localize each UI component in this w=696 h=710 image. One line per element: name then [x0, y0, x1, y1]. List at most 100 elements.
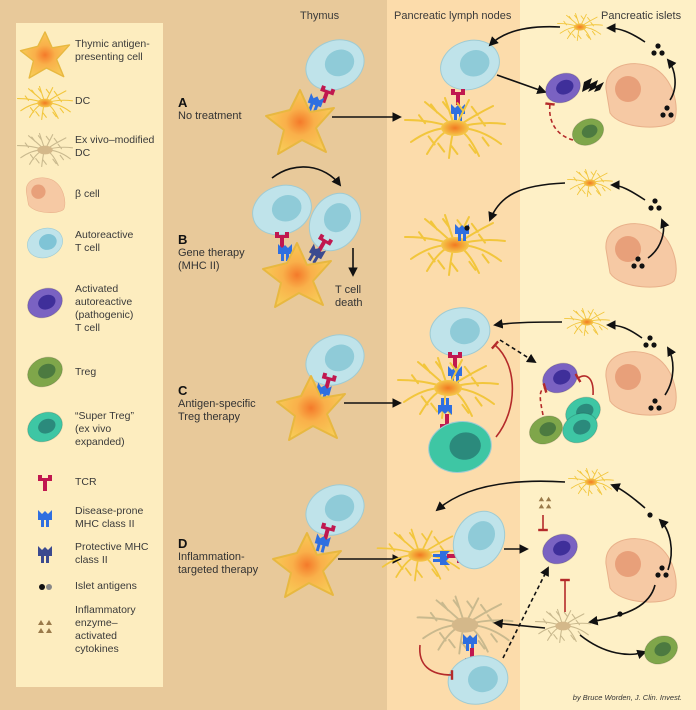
cytokine-triangle [545, 503, 552, 509]
row-c-arrow-to-lymph-node [493, 319, 563, 329]
legend-beta-cell-icon [26, 177, 66, 213]
beta-body [605, 63, 677, 128]
mhc-shape [463, 634, 477, 651]
cell-nucleus [581, 124, 598, 138]
cell-nucleus [38, 234, 57, 250]
legend-protective-mhc-icon [38, 546, 52, 563]
beta-body [605, 223, 677, 288]
row-d-tcr [320, 522, 336, 541]
dc-body [573, 23, 587, 31]
legend-activated-t-cell-icon [27, 287, 63, 319]
dc-body [408, 548, 432, 562]
dc-body [451, 617, 479, 633]
dc-body [441, 120, 469, 136]
dc-body [441, 237, 469, 253]
beta-nucleus [615, 551, 641, 577]
cell-nucleus [323, 203, 352, 233]
credit-line: by Bruce Worden, J. Clin. Invest. [572, 693, 682, 702]
row-b-antigen-dot [464, 225, 470, 231]
antigen-dot [659, 565, 665, 571]
row-d-arrow-to-ex-vivo-dc [493, 618, 546, 629]
row-a-mhc [307, 93, 325, 113]
tcr-shape [275, 232, 289, 248]
cell-nucleus [556, 79, 574, 95]
legend-label-protective-mhc: Protective MHC class II [75, 541, 149, 566]
row-d-arrow-to-dc [610, 483, 646, 509]
row-a-treg-inhibition [545, 102, 574, 141]
beta-body [26, 177, 66, 213]
column-header-islets: Pancreatic islets [601, 10, 682, 22]
legend-thymic-apc-icon [19, 31, 71, 79]
t-cell-death-note: T cell death [335, 284, 363, 309]
row-letter-b: B [178, 232, 188, 247]
row-letter-d: D [178, 536, 188, 551]
cell-nucleus [38, 363, 56, 379]
row-a-lymph-dc [404, 97, 506, 159]
tcr-shape [448, 352, 462, 368]
row-c-lymph-tcr-top [448, 352, 462, 368]
antigen-dot [656, 205, 662, 211]
row-a-treg [571, 118, 605, 146]
row-a-thymic-apc [265, 89, 335, 155]
antigen-dot [655, 43, 661, 49]
row-a-lymph-tcr [451, 89, 465, 105]
tcr-shape [451, 89, 465, 105]
legend-panel [16, 23, 163, 687]
antigen-dot [652, 198, 658, 204]
row-d-beta-cell [605, 538, 677, 603]
row-d-thymic-apc [272, 532, 342, 598]
row-a-activated-t-cell [545, 72, 581, 104]
row-d-arrow-dashed [502, 566, 549, 659]
legend-autoreactive-t-cell-icon [27, 227, 63, 259]
row-d-mhc [314, 533, 331, 553]
beta-body [605, 351, 677, 416]
legend-label-ex-vivo-dc: Ex vivo–modified DC [75, 134, 155, 159]
row-d-thymus-t-cell [305, 484, 365, 536]
row-title-a: No treatment [178, 110, 242, 122]
row-c-antigens-free [643, 335, 657, 348]
antigen-dot [655, 572, 661, 578]
row-title-c: Antigen-specific Treg therapy [178, 398, 256, 423]
row-b-arrow-antigen-up [647, 218, 670, 259]
row-b-mhc-protective [308, 243, 327, 264]
row-d-arrow-antigen-up [658, 518, 672, 571]
cytokine-triangle [46, 620, 52, 625]
legend-label-disease-prone-mhc: Disease-prone MHC class II [75, 505, 144, 530]
apc-body [272, 532, 342, 598]
row-c-arrow-to-dc [606, 320, 643, 339]
row-b-t-cell-right [308, 192, 362, 252]
legend-treg-icon [27, 356, 63, 388]
row-d-ex-vivo-mhc [463, 634, 477, 651]
beta-nucleus [615, 236, 641, 262]
cell-nucleus [324, 344, 355, 372]
mhc-shape [278, 244, 292, 261]
cytokine-triangle [538, 503, 545, 509]
legend-label-tcr: TCR [75, 476, 97, 488]
cell-nucleus [467, 666, 498, 693]
row-c-lymph-mhc-bottom [438, 398, 452, 415]
antigen-dot [643, 342, 649, 348]
cytokine-triangle [38, 628, 44, 633]
row-c-super-treg-b [562, 412, 598, 444]
antigen-dot [631, 263, 637, 269]
legend-label-autoreactive-t-cell: Autoreactive T cell [75, 229, 134, 254]
row-a-islet-dc [557, 13, 603, 41]
row-d-arrow-antigen-down [588, 584, 656, 626]
antigen-dot [659, 50, 665, 56]
row-d-lymph-mhc [433, 551, 450, 565]
row-b-beta-cell [605, 223, 677, 288]
row-a-beta-cell [605, 63, 677, 128]
antigen-dot [39, 584, 45, 590]
mhc-shape [38, 546, 52, 563]
dc-body [583, 179, 597, 187]
antigen-dot [648, 405, 654, 411]
row-c-treg [529, 415, 563, 445]
cytokine-triangle [46, 628, 52, 633]
legend-cytokines-icon [38, 620, 52, 633]
tcr-shape [320, 522, 336, 541]
antigen-dot [635, 256, 641, 262]
legend-label-treg: Treg [75, 366, 97, 378]
legend-ex-vivo-dc-icon [16, 132, 74, 168]
row-d-antigens-release [655, 565, 669, 578]
cell-nucleus [573, 419, 591, 435]
